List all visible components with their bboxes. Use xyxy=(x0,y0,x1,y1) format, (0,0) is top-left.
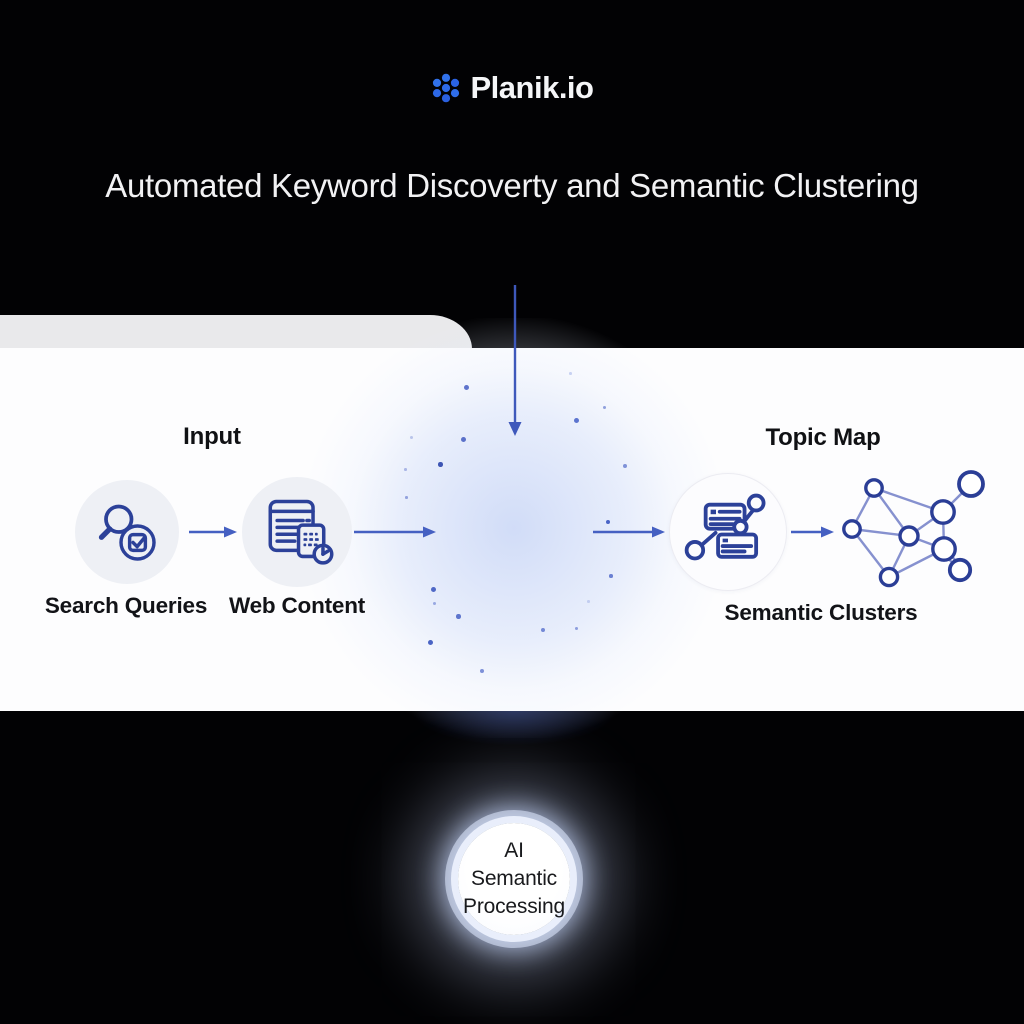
search-queries-label: Search Queries xyxy=(44,593,208,618)
topic-map-section-header: Topic Map xyxy=(765,424,881,451)
semantic-clusters-node xyxy=(669,473,787,591)
brand: Planik.io xyxy=(0,70,1024,106)
glow-bleed xyxy=(378,711,650,757)
ai-processing-node: AI Semantic Processing xyxy=(458,823,570,935)
semantic-clusters-label: Semantic Clusters xyxy=(724,600,918,625)
brand-name: Planik.io xyxy=(470,70,594,105)
dot-cluster-logo-icon xyxy=(432,73,459,103)
topic-cards-icon xyxy=(684,493,766,561)
search-queries-node xyxy=(75,480,179,584)
ai-processing-label: AI Semantic Processing xyxy=(463,839,565,918)
arrow-right-icon xyxy=(354,526,436,538)
document-calculator-icon xyxy=(268,499,334,565)
arrow-right-icon xyxy=(593,526,665,538)
web-content-label: Web Content xyxy=(228,593,366,618)
search-check-icon xyxy=(98,504,156,561)
rounded-tab-shape xyxy=(0,315,472,349)
arrow-right-icon xyxy=(189,526,237,538)
arrow-right-icon xyxy=(791,526,834,538)
page-title: Automated Keyword Discoverty and Semanti… xyxy=(105,167,919,204)
web-content-node xyxy=(242,477,352,587)
input-section-header: Input xyxy=(183,423,241,450)
arrow-down-icon xyxy=(508,285,522,436)
network-graph-icon xyxy=(842,470,985,588)
